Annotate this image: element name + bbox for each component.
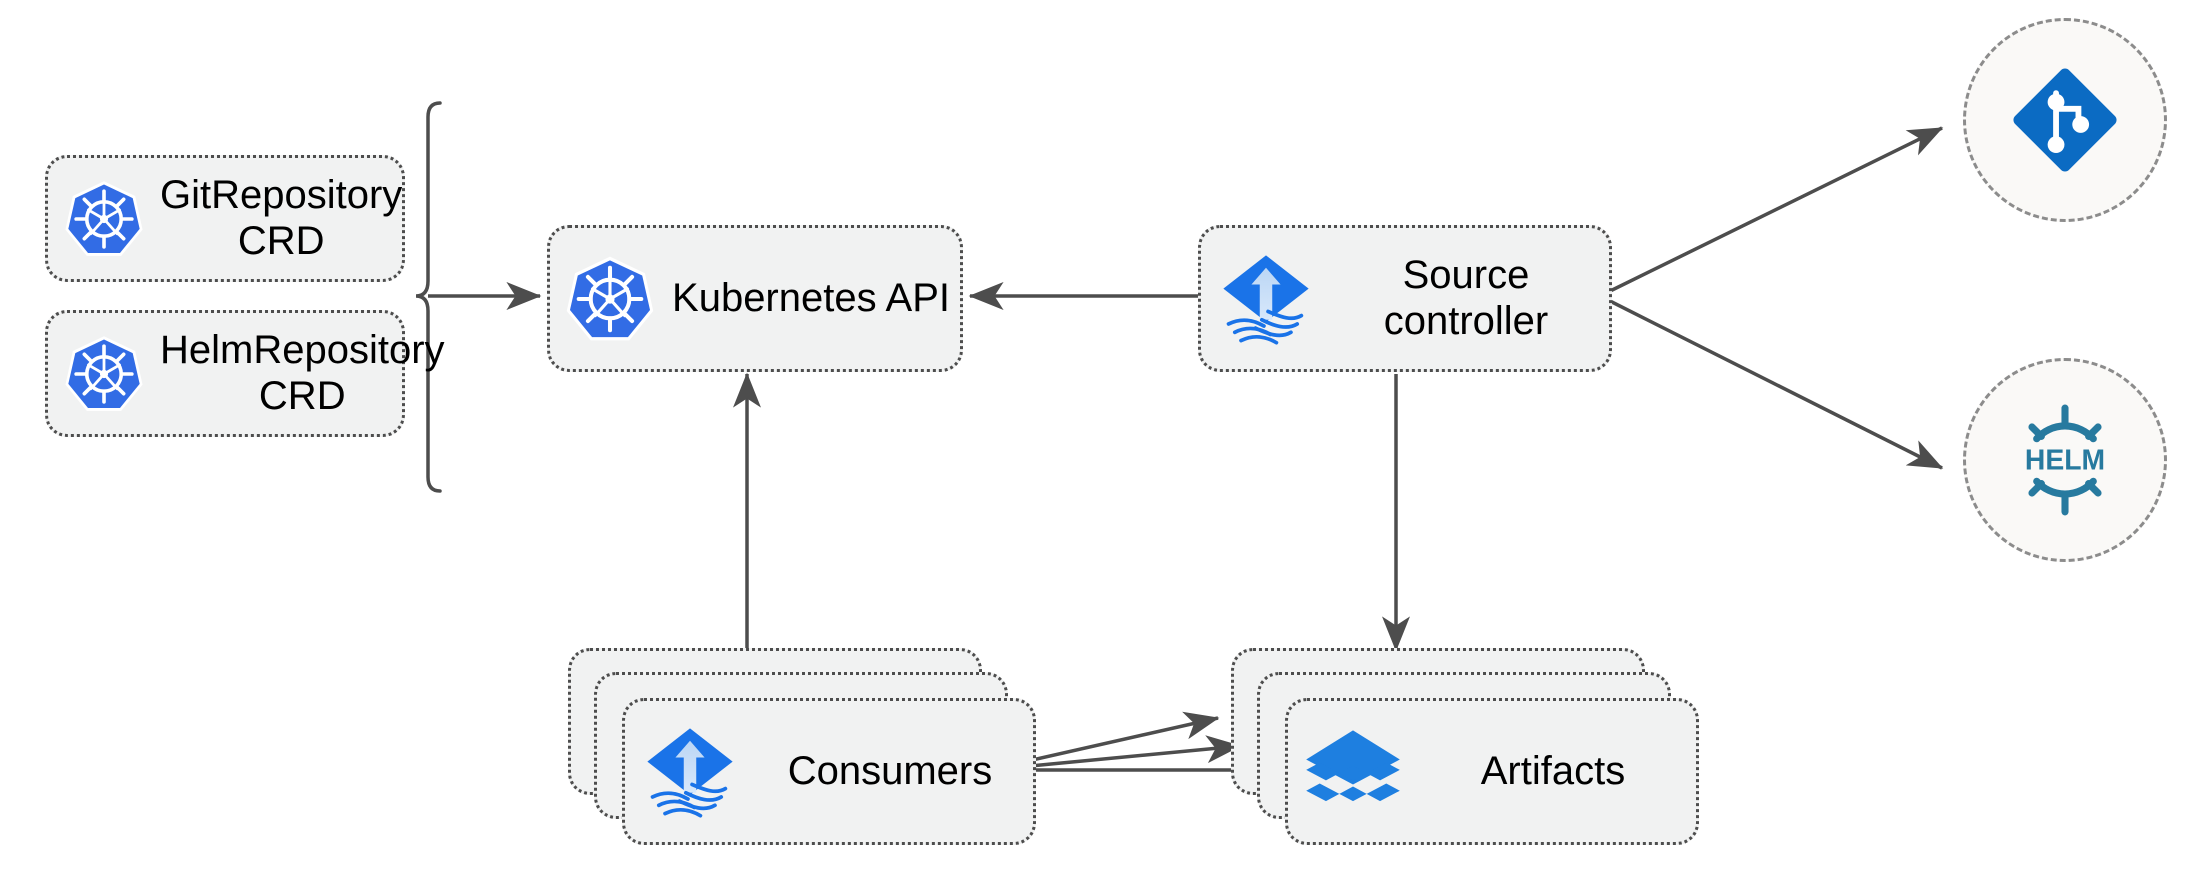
node-label: GitRepository CRD xyxy=(160,172,403,263)
node-artifacts[interactable]: Artifacts xyxy=(1285,698,1699,845)
node-label: Artifacts xyxy=(1480,748,1626,793)
node-label: Consumers xyxy=(787,748,993,793)
layers-icon xyxy=(1288,720,1418,824)
node-label: Source controller xyxy=(1383,252,1549,343)
node-consumers[interactable]: Consumers xyxy=(622,698,1036,845)
helm-repository-endpoint[interactable]: HELM xyxy=(1963,358,2167,562)
arrow-source-controller-to-git xyxy=(1599,126,1944,298)
node-source-controller[interactable]: Source controller xyxy=(1198,225,1612,372)
flux-icon xyxy=(625,720,755,824)
arrow-source-controller-to-helm xyxy=(1599,294,1944,470)
crd-group-bracket xyxy=(415,101,442,493)
node-kubernetes-api[interactable]: Kubernetes API xyxy=(547,225,963,372)
node-label: HelmRepository CRD xyxy=(160,327,445,418)
helm-icon: HELM xyxy=(2006,401,2124,519)
node-label: Kubernetes API xyxy=(672,275,950,320)
kubernetes-icon xyxy=(48,178,160,260)
node-gitrepository-crd[interactable]: GitRepository CRD xyxy=(45,155,405,282)
git-repository-endpoint[interactable] xyxy=(1963,18,2167,222)
flux-icon xyxy=(1201,247,1331,351)
git-icon xyxy=(2009,64,2121,176)
helm-wordmark: HELM xyxy=(2025,444,2105,476)
node-helmrepository-crd[interactable]: HelmRepository CRD xyxy=(45,310,445,437)
kubernetes-icon xyxy=(48,333,160,415)
kubernetes-icon xyxy=(550,253,670,345)
